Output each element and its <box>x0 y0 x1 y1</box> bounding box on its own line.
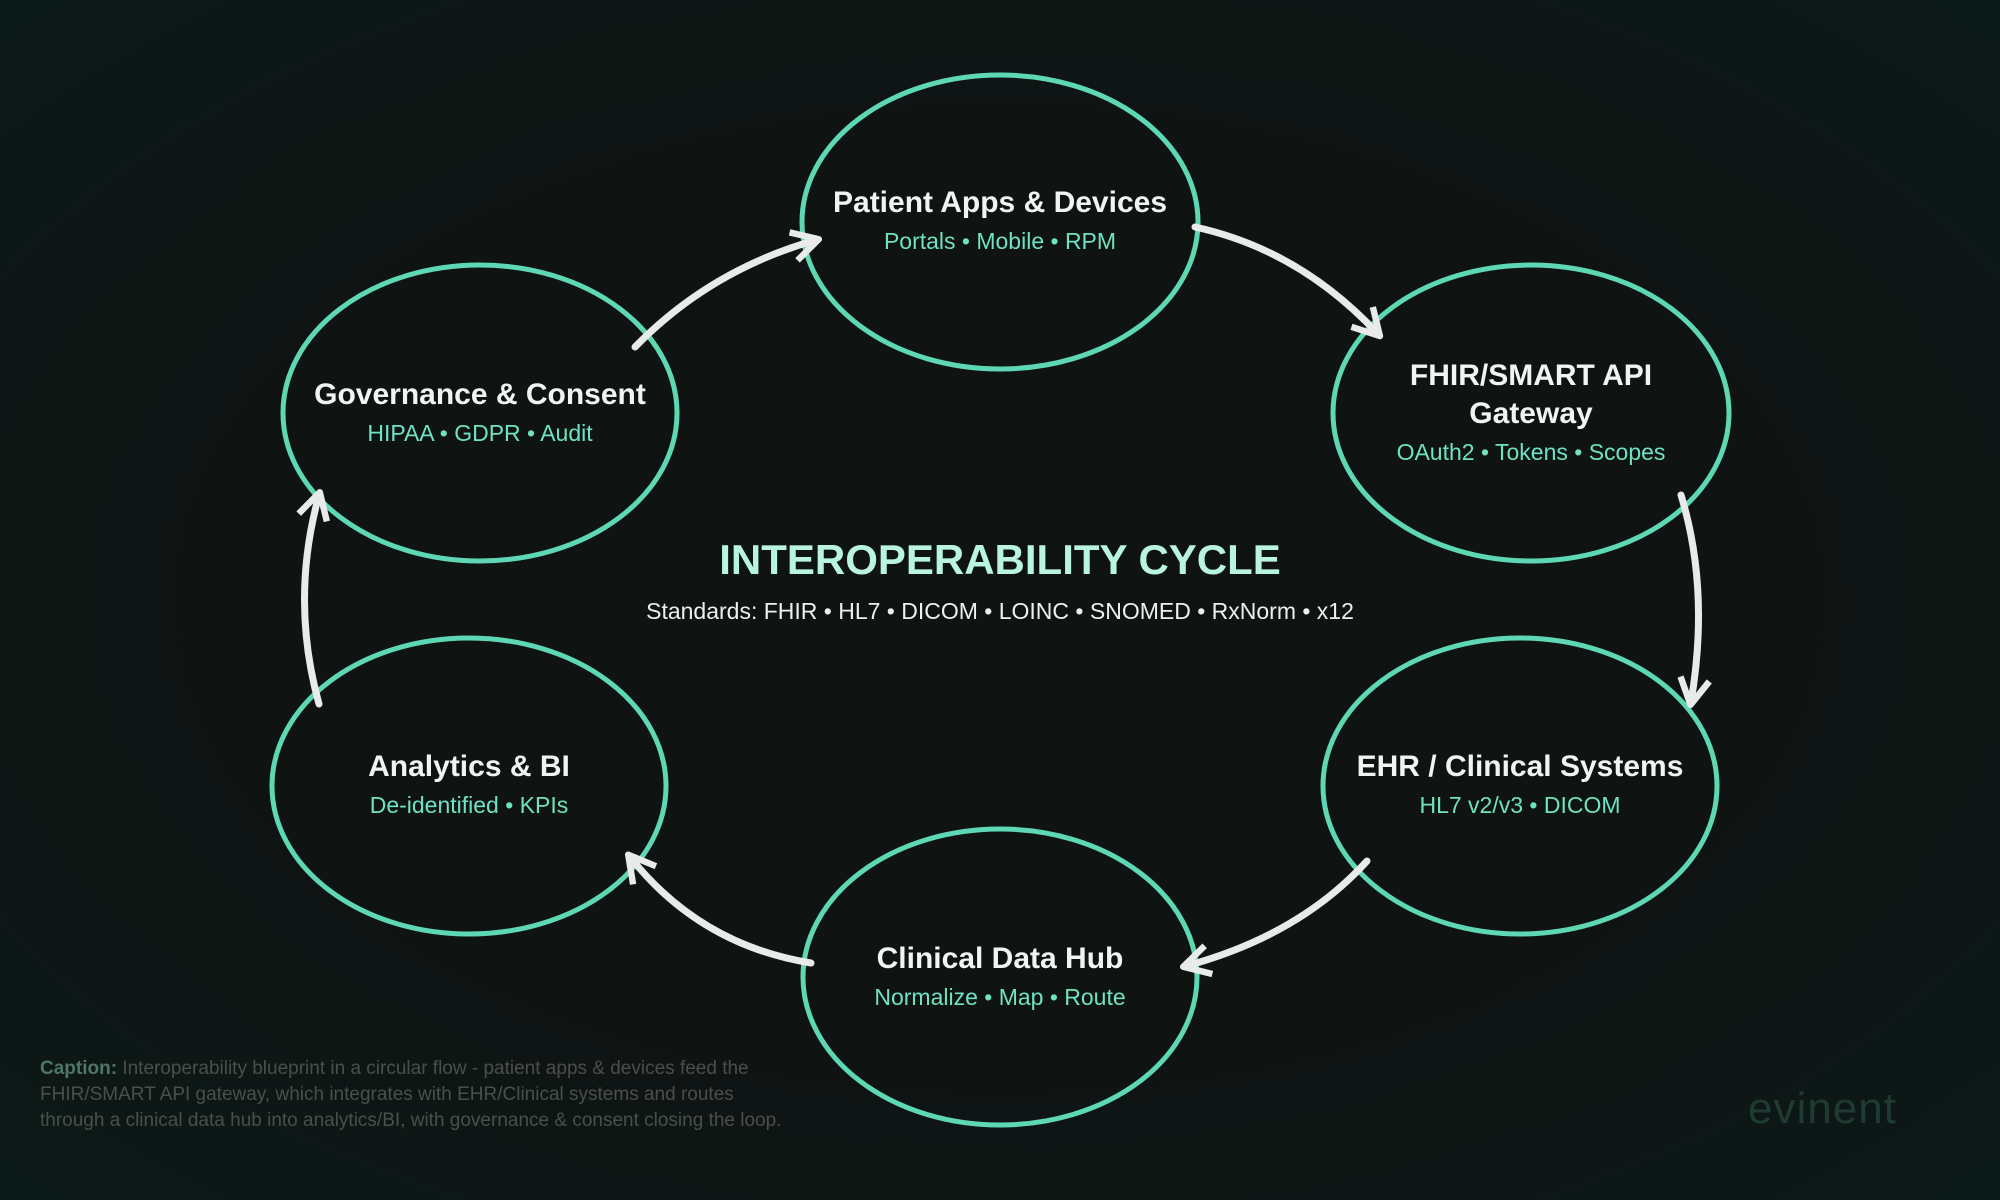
node-subtitle: De-identified • KPIs <box>369 792 569 818</box>
node-ring-governance <box>280 262 680 564</box>
node-ring-analytics <box>269 635 669 937</box>
arrow-governance-to-patient <box>631 229 823 351</box>
node-governance: Governance & Consent HIPAA • GDPR • Audi… <box>270 376 690 447</box>
diagram-title: INTEROPERABILITY CYCLE <box>719 536 1281 583</box>
node-patient: Patient Apps & Devices Portals • Mobile … <box>790 184 1210 255</box>
node-ring-ehr <box>1320 635 1720 937</box>
node-title: Clinical Data Hub <box>876 942 1124 975</box>
node-hub: Clinical Data Hub Normalize • Map • Rout… <box>790 940 1210 1011</box>
node-analytics: Analytics & BI De-identified • KPIs <box>259 748 679 819</box>
arrow-fhir-to-ehr <box>1677 491 1712 709</box>
node-ehr: EHR / Clinical Systems HL7 v2/v3 • DICOM <box>1310 748 1730 819</box>
caption-text: Interoperability blueprint in a circular… <box>40 1058 782 1131</box>
node-subtitle: HIPAA • GDPR • Audit <box>367 420 593 446</box>
arrow-hub-to-analytics <box>624 851 815 967</box>
node-subtitle: Normalize • Map • Route <box>874 984 1126 1010</box>
arrow-analytics-to-governance <box>296 488 330 708</box>
node-title: FHIR/SMART API Gateway <box>1409 359 1653 430</box>
node-title: Governance & Consent <box>314 378 646 411</box>
node-subtitle: Portals • Mobile • RPM <box>883 228 1117 254</box>
node-subtitle: HL7 v2/v3 • DICOM <box>1419 792 1621 818</box>
caption: Caption: Interoperability blueprint in a… <box>40 1056 800 1134</box>
node-ring-patient <box>799 72 1201 372</box>
node-title: Patient Apps & Devices <box>833 186 1167 219</box>
node-title: EHR / Clinical Systems <box>1356 750 1684 783</box>
node-fhir: FHIR/SMART API Gateway OAuth2 • Tokens •… <box>1381 357 1681 466</box>
node-subtitle: OAuth2 • Tokens • Scopes <box>1396 439 1666 465</box>
arrow-patient-to-fhir <box>1191 223 1384 340</box>
caption-label: Caption: <box>40 1058 118 1079</box>
brand-logo: evinent <box>1748 1084 1897 1133</box>
node-ring-fhir <box>1330 262 1732 564</box>
arrow-ehr-to-hub <box>1179 857 1371 978</box>
node-title: Analytics & BI <box>368 750 570 783</box>
standards-list: Standards: FHIR • HL7 • DICOM • LOINC • … <box>646 598 1354 624</box>
